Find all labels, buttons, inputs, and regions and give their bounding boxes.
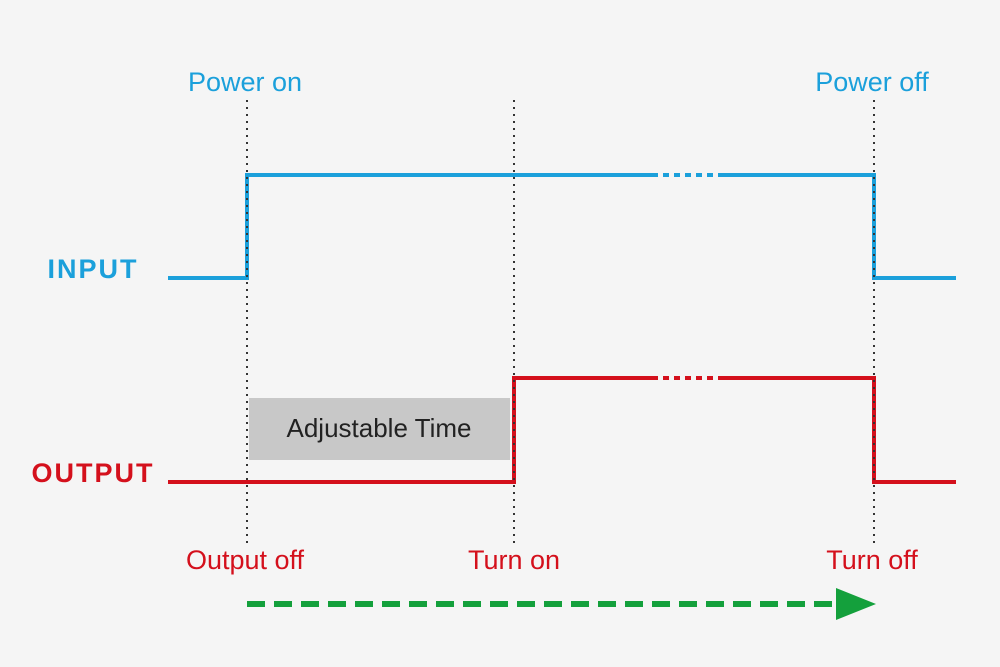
output-off-label: Output off xyxy=(186,545,305,575)
turn-off-label: Turn off xyxy=(826,545,918,575)
output-signal-label: OUTPUT xyxy=(32,458,155,488)
arrow-head-icon xyxy=(836,588,876,620)
power-on-label: Power on xyxy=(188,67,302,97)
time-arrow xyxy=(247,588,876,620)
power-off-label: Power off xyxy=(815,67,929,97)
adjustable-time-box xyxy=(249,398,510,460)
adjustable-time-label: Adjustable Time xyxy=(287,413,472,443)
input-signal-label: INPUT xyxy=(48,254,139,284)
turn-on-label: Turn on xyxy=(468,545,560,575)
input-waveform xyxy=(168,173,956,280)
